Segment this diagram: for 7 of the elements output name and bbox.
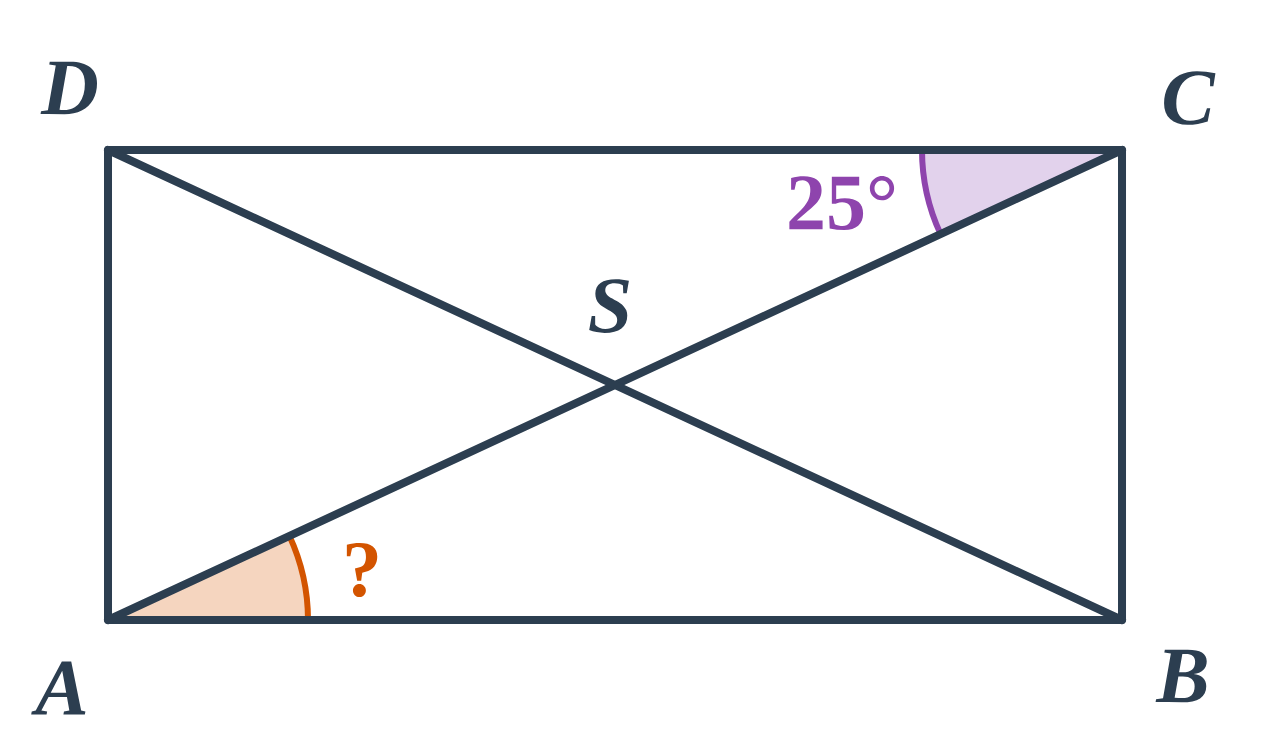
vertex-label: C (1164, 71, 1216, 125)
vertex-label: B (1155, 649, 1207, 703)
angle-label: 25° (789, 176, 895, 230)
point-label: S (589, 279, 629, 333)
vertex-label: D (40, 61, 97, 115)
vertex-label: A (31, 661, 86, 715)
angle-label: ? (346, 542, 378, 598)
